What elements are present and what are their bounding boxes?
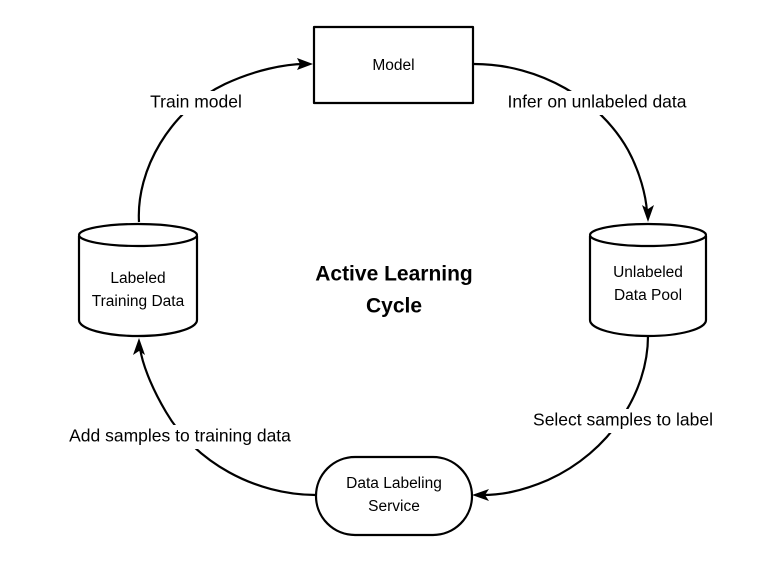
edge-label-train-model: Train model [134,91,258,115]
node-labeled-training-data-top [77,222,199,248]
edge-add-samples-to-training-data[interactable] [133,338,317,497]
edge-train-model-path [137,62,306,223]
node-data-labeling-service-shape [314,455,474,537]
edge-label-infer-on-unlabeled-data: Infer on unlabeled data [478,91,716,115]
edge-train-model-arrowhead [297,58,313,70]
node-data-labeling-service[interactable]: Data Labeling Service [314,455,474,537]
edge-select-samples-to-label-arrowhead [472,489,489,501]
edge-label-select-samples-to-label-text: Select samples to label [533,410,713,430]
node-data-labeling-service-label-line1: Data Labeling [346,475,442,492]
node-model-label: Model [372,57,414,74]
edge-label-add-samples-to-training-data: Add samples to training data [38,425,322,449]
edge-label-infer-on-unlabeled-data-backdrop [478,91,716,115]
edge-add-samples-to-training-data-path [138,347,317,497]
node-unlabeled-data-pool-label-line1: Unlabeled [613,264,683,281]
edge-label-add-samples-to-training-data-backdrop [38,425,322,449]
edge-label-add-samples-to-training-data-text: Add samples to training data [69,426,291,446]
edge-train-model[interactable] [137,58,313,223]
node-model-shape [312,25,475,105]
node-data-labeling-service-label-line2: Service [368,498,420,515]
node-unlabeled-data-pool-label-line2: Data Pool [614,287,682,304]
diagram-title-line2: Cycle [366,295,422,318]
node-labeled-training-data[interactable]: Labeled Training Data [77,222,199,338]
diagram-title-line1: Active Learning [315,263,473,286]
edge-label-train-model-text: Train model [150,92,242,112]
edge-add-samples-to-training-data-arrowhead [133,338,145,355]
edge-infer-on-unlabeled-data-path [473,62,649,213]
node-labeled-training-data-label-line2: Training Data [92,293,185,310]
edge-select-samples-to-label[interactable] [472,335,650,501]
node-unlabeled-data-pool-top [588,222,708,248]
diagram-title: Active Learning Cycle [315,263,473,318]
node-unlabeled-data-pool[interactable]: Unlabeled Data Pool [588,222,708,338]
node-model[interactable]: Model [312,25,475,105]
edge-label-select-samples-to-label: Select samples to label [506,409,740,433]
edge-label-train-model-backdrop [134,91,258,115]
node-labeled-training-data-label-line1: Labeled [110,270,165,287]
node-labeled-training-data-body [77,236,199,338]
edge-infer-on-unlabeled-data[interactable] [473,62,654,222]
node-unlabeled-data-pool-body [588,236,708,338]
edge-label-infer-on-unlabeled-data-text: Infer on unlabeled data [507,92,686,112]
edge-label-select-samples-to-label-backdrop [506,409,740,433]
edge-infer-on-unlabeled-data-arrowhead [642,205,654,222]
edge-select-samples-to-label-path [481,335,650,497]
